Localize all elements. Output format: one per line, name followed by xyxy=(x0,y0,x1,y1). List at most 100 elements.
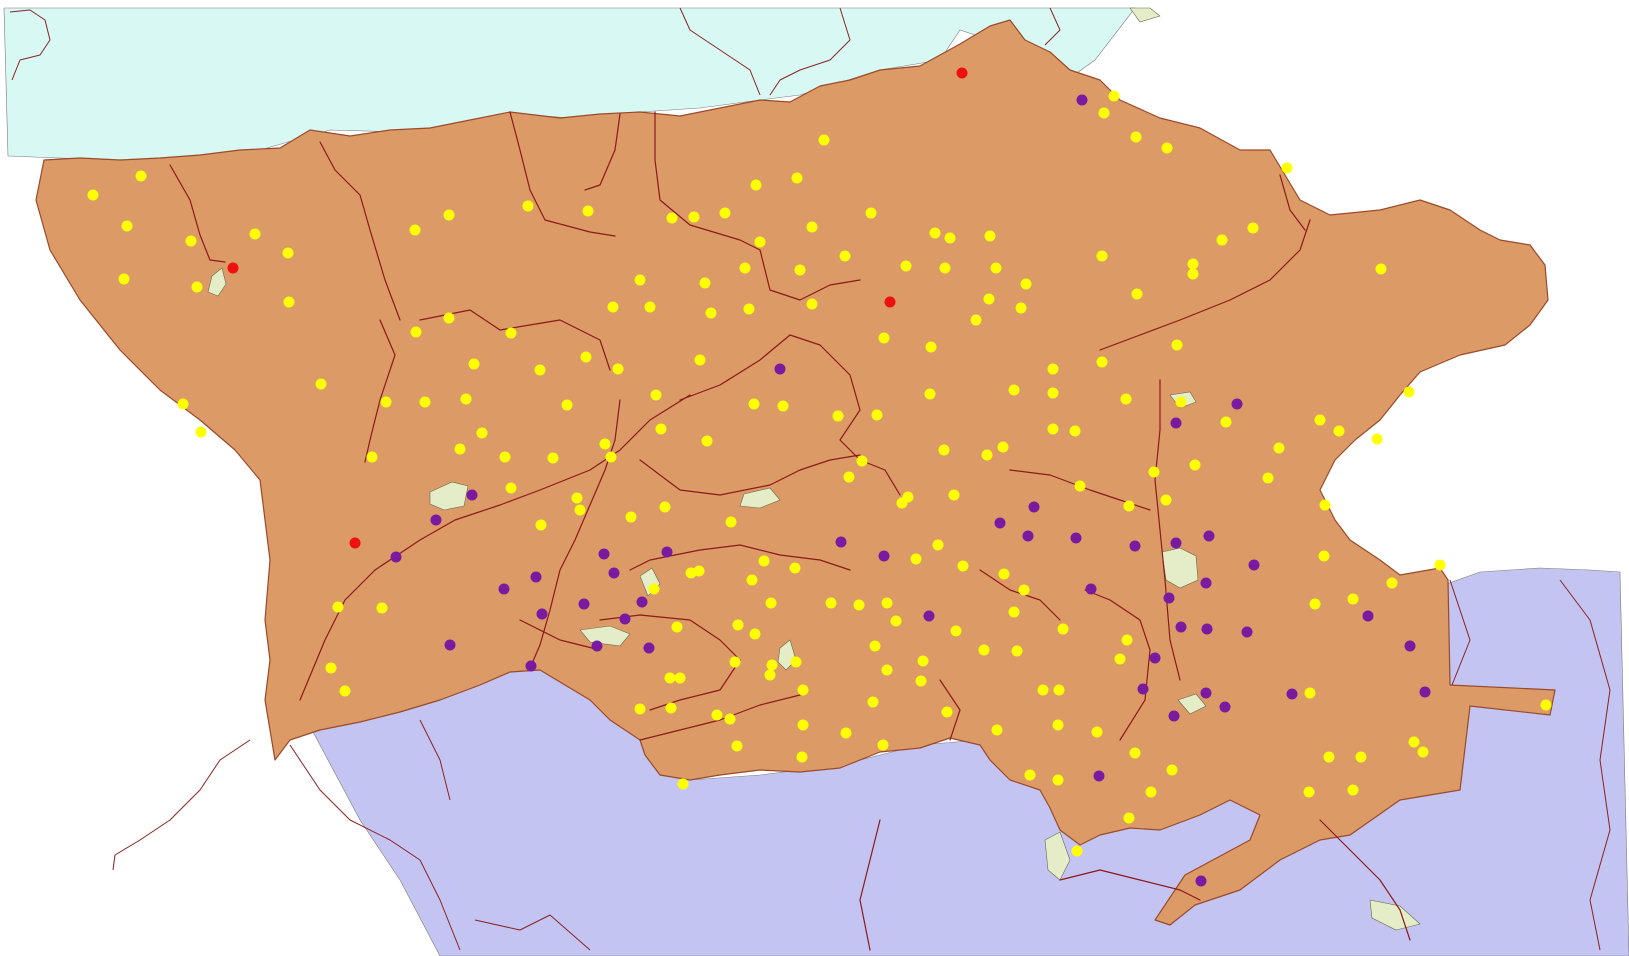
marker-yellow[interactable] xyxy=(746,574,758,586)
marker-yellow[interactable] xyxy=(877,739,889,751)
marker-yellow[interactable] xyxy=(1052,719,1064,731)
marker-yellow[interactable] xyxy=(729,656,741,668)
marker-purple[interactable] xyxy=(1129,540,1141,552)
marker-purple[interactable] xyxy=(878,550,890,562)
marker-yellow[interactable] xyxy=(1160,494,1172,506)
marker-yellow[interactable] xyxy=(1069,425,1081,437)
marker-yellow[interactable] xyxy=(443,312,455,324)
marker-yellow[interactable] xyxy=(699,277,711,289)
marker-yellow[interactable] xyxy=(1091,726,1103,738)
marker-purple[interactable] xyxy=(1241,626,1253,638)
marker-yellow[interactable] xyxy=(1247,222,1259,234)
marker-yellow[interactable] xyxy=(1071,845,1083,857)
marker-yellow[interactable] xyxy=(825,597,837,609)
marker-yellow[interactable] xyxy=(832,410,844,422)
marker-yellow[interactable] xyxy=(135,170,147,182)
marker-yellow[interactable] xyxy=(1171,339,1183,351)
marker-purple[interactable] xyxy=(1200,687,1212,699)
marker-yellow[interactable] xyxy=(925,341,937,353)
marker-yellow[interactable] xyxy=(970,314,982,326)
marker-yellow[interactable] xyxy=(991,724,1003,736)
marker-yellow[interactable] xyxy=(1015,302,1027,314)
marker-yellow[interactable] xyxy=(665,702,677,714)
marker-yellow[interactable] xyxy=(1304,687,1316,699)
marker-yellow[interactable] xyxy=(871,409,883,421)
marker-yellow[interactable] xyxy=(1037,684,1049,696)
marker-yellow[interactable] xyxy=(701,435,713,447)
marker-yellow[interactable] xyxy=(671,621,683,633)
marker-yellow[interactable] xyxy=(605,451,617,463)
marker-purple[interactable] xyxy=(1231,398,1243,410)
marker-yellow[interactable] xyxy=(534,364,546,376)
marker-purple[interactable] xyxy=(1404,640,1416,652)
marker-yellow[interactable] xyxy=(724,713,736,725)
marker-purple[interactable] xyxy=(1219,701,1231,713)
marker-yellow[interactable] xyxy=(1166,764,1178,776)
marker-yellow[interactable] xyxy=(87,189,99,201)
marker-yellow[interactable] xyxy=(283,296,295,308)
marker-yellow[interactable] xyxy=(1123,812,1135,824)
marker-purple[interactable] xyxy=(578,598,590,610)
marker-yellow[interactable] xyxy=(1220,416,1232,428)
marker-yellow[interactable] xyxy=(1114,653,1126,665)
marker-yellow[interactable] xyxy=(1355,751,1367,763)
marker-purple[interactable] xyxy=(1076,94,1088,106)
marker-yellow[interactable] xyxy=(794,264,806,276)
marker-yellow[interactable] xyxy=(924,388,936,400)
marker-yellow[interactable] xyxy=(659,501,671,513)
marker-yellow[interactable] xyxy=(984,230,996,242)
marker-yellow[interactable] xyxy=(1121,634,1133,646)
marker-purple[interactable] xyxy=(525,660,537,672)
marker-yellow[interactable] xyxy=(118,273,130,285)
marker-yellow[interactable] xyxy=(743,303,755,315)
marker-yellow[interactable] xyxy=(191,281,203,293)
marker-purple[interactable] xyxy=(430,514,442,526)
marker-yellow[interactable] xyxy=(917,655,929,667)
marker-yellow[interactable] xyxy=(1008,606,1020,618)
marker-yellow[interactable] xyxy=(1047,423,1059,435)
marker-yellow[interactable] xyxy=(878,332,890,344)
marker-yellow[interactable] xyxy=(1145,786,1157,798)
marker-purple[interactable] xyxy=(444,639,456,651)
marker-yellow[interactable] xyxy=(571,492,583,504)
marker-purple[interactable] xyxy=(1362,610,1374,622)
marker-yellow[interactable] xyxy=(1303,786,1315,798)
marker-yellow[interactable] xyxy=(881,664,893,676)
marker-purple[interactable] xyxy=(1203,530,1215,542)
marker-yellow[interactable] xyxy=(915,675,927,687)
marker-purple[interactable] xyxy=(1195,875,1207,887)
marker-purple[interactable] xyxy=(636,596,648,608)
marker-yellow[interactable] xyxy=(650,389,662,401)
marker-yellow[interactable] xyxy=(790,656,802,668)
marker-purple[interactable] xyxy=(466,489,478,501)
marker-yellow[interactable] xyxy=(1098,107,1110,119)
marker-yellow[interactable] xyxy=(997,441,1009,453)
marker-yellow[interactable] xyxy=(890,615,902,627)
marker-yellow[interactable] xyxy=(789,562,801,574)
marker-yellow[interactable] xyxy=(750,179,762,191)
marker-yellow[interactable] xyxy=(941,706,953,718)
marker-yellow[interactable] xyxy=(1347,784,1359,796)
marker-yellow[interactable] xyxy=(332,601,344,613)
marker-yellow[interactable] xyxy=(1403,386,1415,398)
marker-yellow[interactable] xyxy=(582,205,594,217)
marker-yellow[interactable] xyxy=(655,423,667,435)
marker-yellow[interactable] xyxy=(797,684,809,696)
marker-yellow[interactable] xyxy=(732,619,744,631)
marker-yellow[interactable] xyxy=(1131,288,1143,300)
marker-yellow[interactable] xyxy=(634,274,646,286)
marker-purple[interactable] xyxy=(591,640,603,652)
marker-yellow[interactable] xyxy=(948,489,960,501)
marker-yellow[interactable] xyxy=(664,672,676,684)
marker-yellow[interactable] xyxy=(443,209,455,221)
marker-yellow[interactable] xyxy=(929,227,941,239)
marker-yellow[interactable] xyxy=(1375,263,1387,275)
marker-purple[interactable] xyxy=(923,610,935,622)
marker-purple[interactable] xyxy=(619,613,631,625)
marker-yellow[interactable] xyxy=(1047,363,1059,375)
marker-yellow[interactable] xyxy=(865,207,877,219)
marker-yellow[interactable] xyxy=(666,212,678,224)
marker-yellow[interactable] xyxy=(856,455,868,467)
